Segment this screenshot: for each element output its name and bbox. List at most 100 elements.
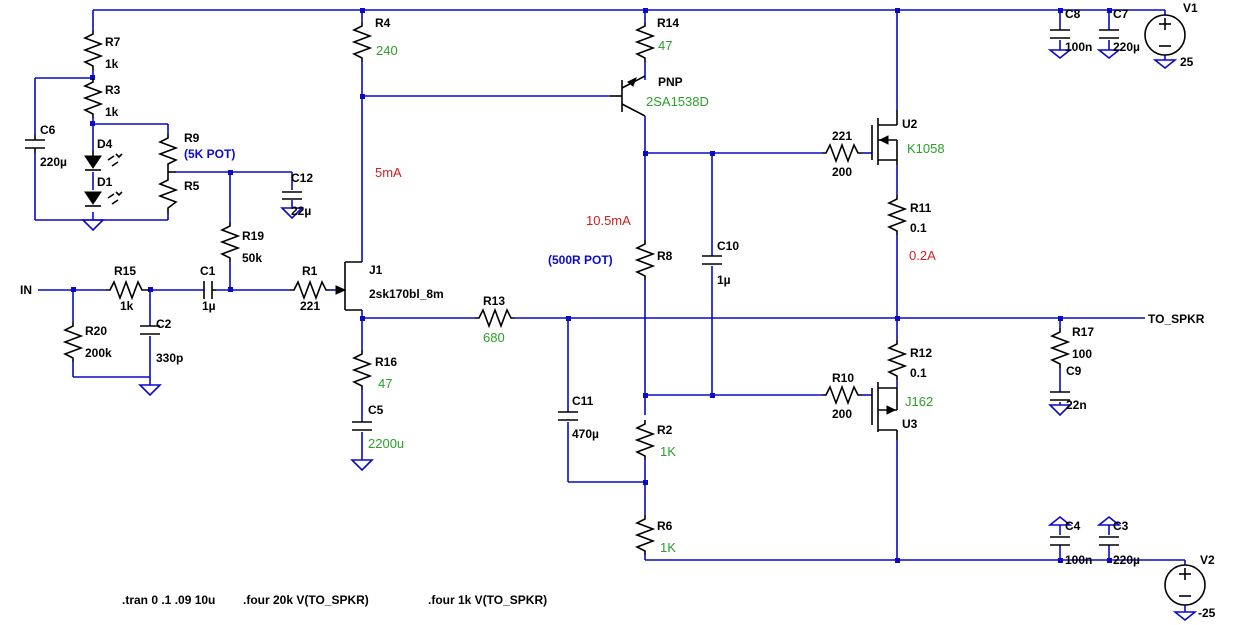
value-v2: -25 (1198, 606, 1216, 620)
value-c11: 470µ (572, 427, 599, 441)
ref-r1: R1 (302, 264, 318, 278)
value-v1: 25 (1180, 55, 1194, 69)
ref-c4: C4 (1065, 519, 1081, 533)
resistor-r8 (634, 240, 656, 280)
ref-r19: R19 (242, 229, 264, 243)
net-label-in: IN (20, 283, 32, 297)
directive-four-1k: .four 1k V(TO_SPKR) (428, 593, 547, 607)
value-q1: 2SA1538D (646, 94, 709, 109)
ref-c6: C6 (40, 123, 56, 137)
ref-r4: R4 (375, 16, 391, 30)
value-c9: 22n (1066, 398, 1087, 412)
capacitors (25, 29, 1119, 546)
value-r6: 1K (660, 540, 676, 555)
ground-symbols (81, 49, 1198, 622)
note-current-q1: 10.5mA (586, 213, 631, 228)
ground-icon (1047, 515, 1073, 526)
ref-c5: C5 (368, 403, 384, 417)
resistor-r6 (634, 515, 656, 555)
resistor-r12 (886, 340, 908, 380)
capacitor-c3 (1099, 536, 1119, 546)
value-r3: 1k (105, 105, 119, 119)
ref-r21: 221 (832, 129, 852, 143)
ground-icon (1152, 59, 1178, 70)
ref-j1: J1 (369, 263, 383, 277)
ground-icon (350, 459, 374, 472)
ground-icon (1096, 515, 1122, 526)
ref-r16: R16 (375, 355, 397, 369)
resistor-r2 (634, 420, 656, 460)
labels: IN TO_SPKR R7 1k R3 1k C6 220µ D4 D1 R9 … (20, 1, 1216, 620)
value-c1: 1µ (202, 299, 216, 313)
voltage-sources (1144, 14, 1206, 606)
capacitor-c12 (282, 191, 302, 200)
value-r1: 221 (300, 299, 320, 313)
capacitor-c9 (1050, 391, 1070, 401)
led-d4-icon (84, 150, 123, 171)
capacitor-c11 (558, 411, 578, 421)
ref-r17: R17 (1072, 325, 1094, 339)
note-r9: (5K POT) (184, 147, 235, 161)
resistors (62, 22, 1071, 555)
ref-c7: C7 (1113, 7, 1129, 21)
capacitor-c10 (702, 255, 722, 265)
resistor-r4 (351, 22, 373, 62)
value-j1: 2sk170bl_8m (369, 287, 444, 301)
resistor-r9 (157, 134, 179, 172)
value-u2: K1058 (907, 141, 945, 156)
note-r8: (500R POT) (548, 253, 613, 267)
directive-four-20k: .four 20k V(TO_SPKR) (243, 593, 369, 607)
ref-r9: R9 (184, 131, 200, 145)
ground-icon (138, 384, 162, 397)
value-c10: 1µ (717, 273, 731, 287)
value-c7: 220µ (1113, 40, 1140, 54)
resistor-221 (822, 142, 862, 164)
ref-u3: U3 (902, 417, 918, 431)
ref-r5: R5 (184, 179, 200, 193)
value-r7: 1k (105, 57, 119, 71)
capacitor-c4 (1050, 536, 1070, 546)
ground-icon (1096, 49, 1122, 60)
capacitor-c8 (1050, 29, 1070, 39)
ref-r15: R15 (114, 264, 136, 278)
value-r15: 1k (120, 299, 134, 313)
resistor-r14 (634, 22, 656, 62)
resistor-r10 (822, 384, 862, 406)
value-r19: 50k (242, 251, 262, 265)
resistor-r16 (351, 350, 373, 390)
ref-c10: C10 (717, 239, 739, 253)
value-r14: 47 (658, 38, 672, 53)
value-r12: 0.1 (910, 366, 927, 380)
value-c6: 220µ (40, 155, 67, 169)
ref-c8: C8 (1065, 7, 1081, 21)
value-r4: 240 (376, 43, 398, 58)
ground-icon (280, 207, 304, 220)
ref-r10: R10 (832, 371, 854, 385)
mosfet-u3-icon (871, 382, 898, 440)
value-c8: 100n (1065, 40, 1092, 54)
resistor-r3 (82, 78, 104, 118)
resistor-r19 (219, 222, 241, 262)
value-c4: 100n (1065, 553, 1092, 567)
ground-icon (1172, 611, 1198, 622)
mosfet-u2-icon (871, 110, 898, 165)
ref-r20: R20 (85, 324, 107, 338)
ref-v2: V2 (1200, 553, 1215, 567)
ref-u2: U2 (902, 117, 918, 131)
capacitor-c1 (203, 281, 216, 299)
value-r13: 680 (483, 330, 505, 345)
ref-r11: R11 (910, 201, 932, 215)
ref-v1: V1 (1183, 1, 1198, 15)
resistor-r1 (290, 279, 330, 301)
diodes (84, 150, 123, 207)
value-r2: 1K (660, 444, 676, 459)
value-r16: 47 (378, 376, 392, 391)
value-r11: 0.1 (910, 221, 927, 235)
transistors (335, 75, 898, 440)
value-c12: 22µ (291, 204, 311, 218)
value-r20: 200k (85, 346, 112, 360)
jfet-j1-icon (335, 261, 362, 311)
ref-d1: D1 (97, 175, 113, 189)
ground-icon (81, 219, 105, 232)
